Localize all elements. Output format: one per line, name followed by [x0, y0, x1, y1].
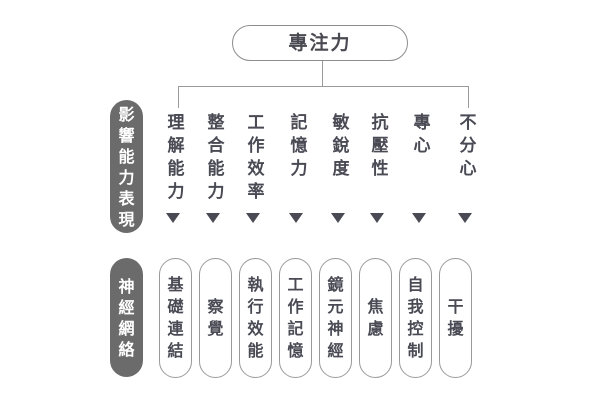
ability-item-5[interactable]: 抗 壓 性 — [367, 112, 393, 234]
triangle-down-icon — [412, 213, 426, 223]
network-item-4[interactable]: 鏡 元 神 經 — [319, 258, 352, 378]
network-label: 工 作 記 憶 — [287, 275, 304, 360]
ability-item-7[interactable]: 不 分 心 — [455, 112, 481, 234]
root-node-label: 專注力 — [288, 31, 352, 54]
triangle-down-icon — [246, 213, 260, 223]
connector-horizontal-bar — [178, 86, 469, 88]
network-label: 察 覺 — [207, 297, 224, 338]
row-label-abilities-text: 影 響 能 力 表 現 — [118, 104, 135, 229]
connector-drop-right — [467, 86, 469, 108]
network-item-6[interactable]: 自 我 控 制 — [399, 258, 432, 378]
triangle-down-icon — [166, 213, 180, 223]
ability-label: 記 憶 力 — [290, 113, 308, 179]
network-item-1[interactable]: 察 覺 — [199, 258, 232, 378]
triangle-down-icon — [370, 213, 384, 223]
network-label: 基 礎 連 結 — [167, 275, 184, 360]
connector-stem — [322, 61, 324, 87]
triangle-down-icon — [289, 213, 303, 223]
ability-item-2[interactable]: 工 作 效 率 — [243, 112, 269, 234]
ability-label: 專 心 — [413, 113, 431, 156]
row-label-network-text: 神 經 網 絡 — [118, 276, 135, 359]
ability-item-4[interactable]: 敏 銳 度 — [328, 112, 354, 234]
ability-item-1[interactable]: 整 合 能 力 — [203, 112, 229, 234]
ability-item-0[interactable]: 理 解 能 力 — [163, 112, 189, 234]
connector-drop-left — [178, 86, 180, 108]
triangle-down-icon — [206, 213, 220, 223]
network-label: 鏡 元 神 經 — [327, 275, 344, 360]
network-label: 焦 慮 — [367, 297, 384, 338]
network-item-2[interactable]: 執 行 效 能 — [239, 258, 272, 378]
ability-item-3[interactable]: 記 憶 力 — [286, 112, 312, 234]
network-item-0[interactable]: 基 礎 連 結 — [159, 258, 192, 378]
ability-label: 整 合 能 力 — [207, 113, 225, 202]
network-item-3[interactable]: 工 作 記 憶 — [279, 258, 312, 378]
row-label-network: 神 經 網 絡 — [110, 258, 143, 377]
network-label: 自 我 控 制 — [407, 275, 424, 360]
ability-label: 理 解 能 力 — [167, 113, 185, 202]
network-item-5[interactable]: 焦 慮 — [359, 258, 392, 378]
triangle-down-icon — [331, 213, 345, 223]
ability-label: 不 分 心 — [459, 113, 477, 179]
row-label-abilities: 影 響 能 力 表 現 — [110, 100, 143, 233]
network-item-7[interactable]: 干 擾 — [439, 258, 472, 378]
ability-label: 敏 銳 度 — [332, 113, 350, 179]
ability-item-6[interactable]: 專 心 — [409, 112, 435, 234]
ability-label: 工 作 效 率 — [247, 113, 265, 202]
triangle-down-icon — [458, 213, 472, 223]
root-node-attention[interactable]: 專注力 — [232, 25, 408, 61]
network-label: 干 擾 — [447, 297, 464, 338]
ability-label: 抗 壓 性 — [371, 113, 389, 179]
network-label: 執 行 效 能 — [247, 275, 264, 360]
